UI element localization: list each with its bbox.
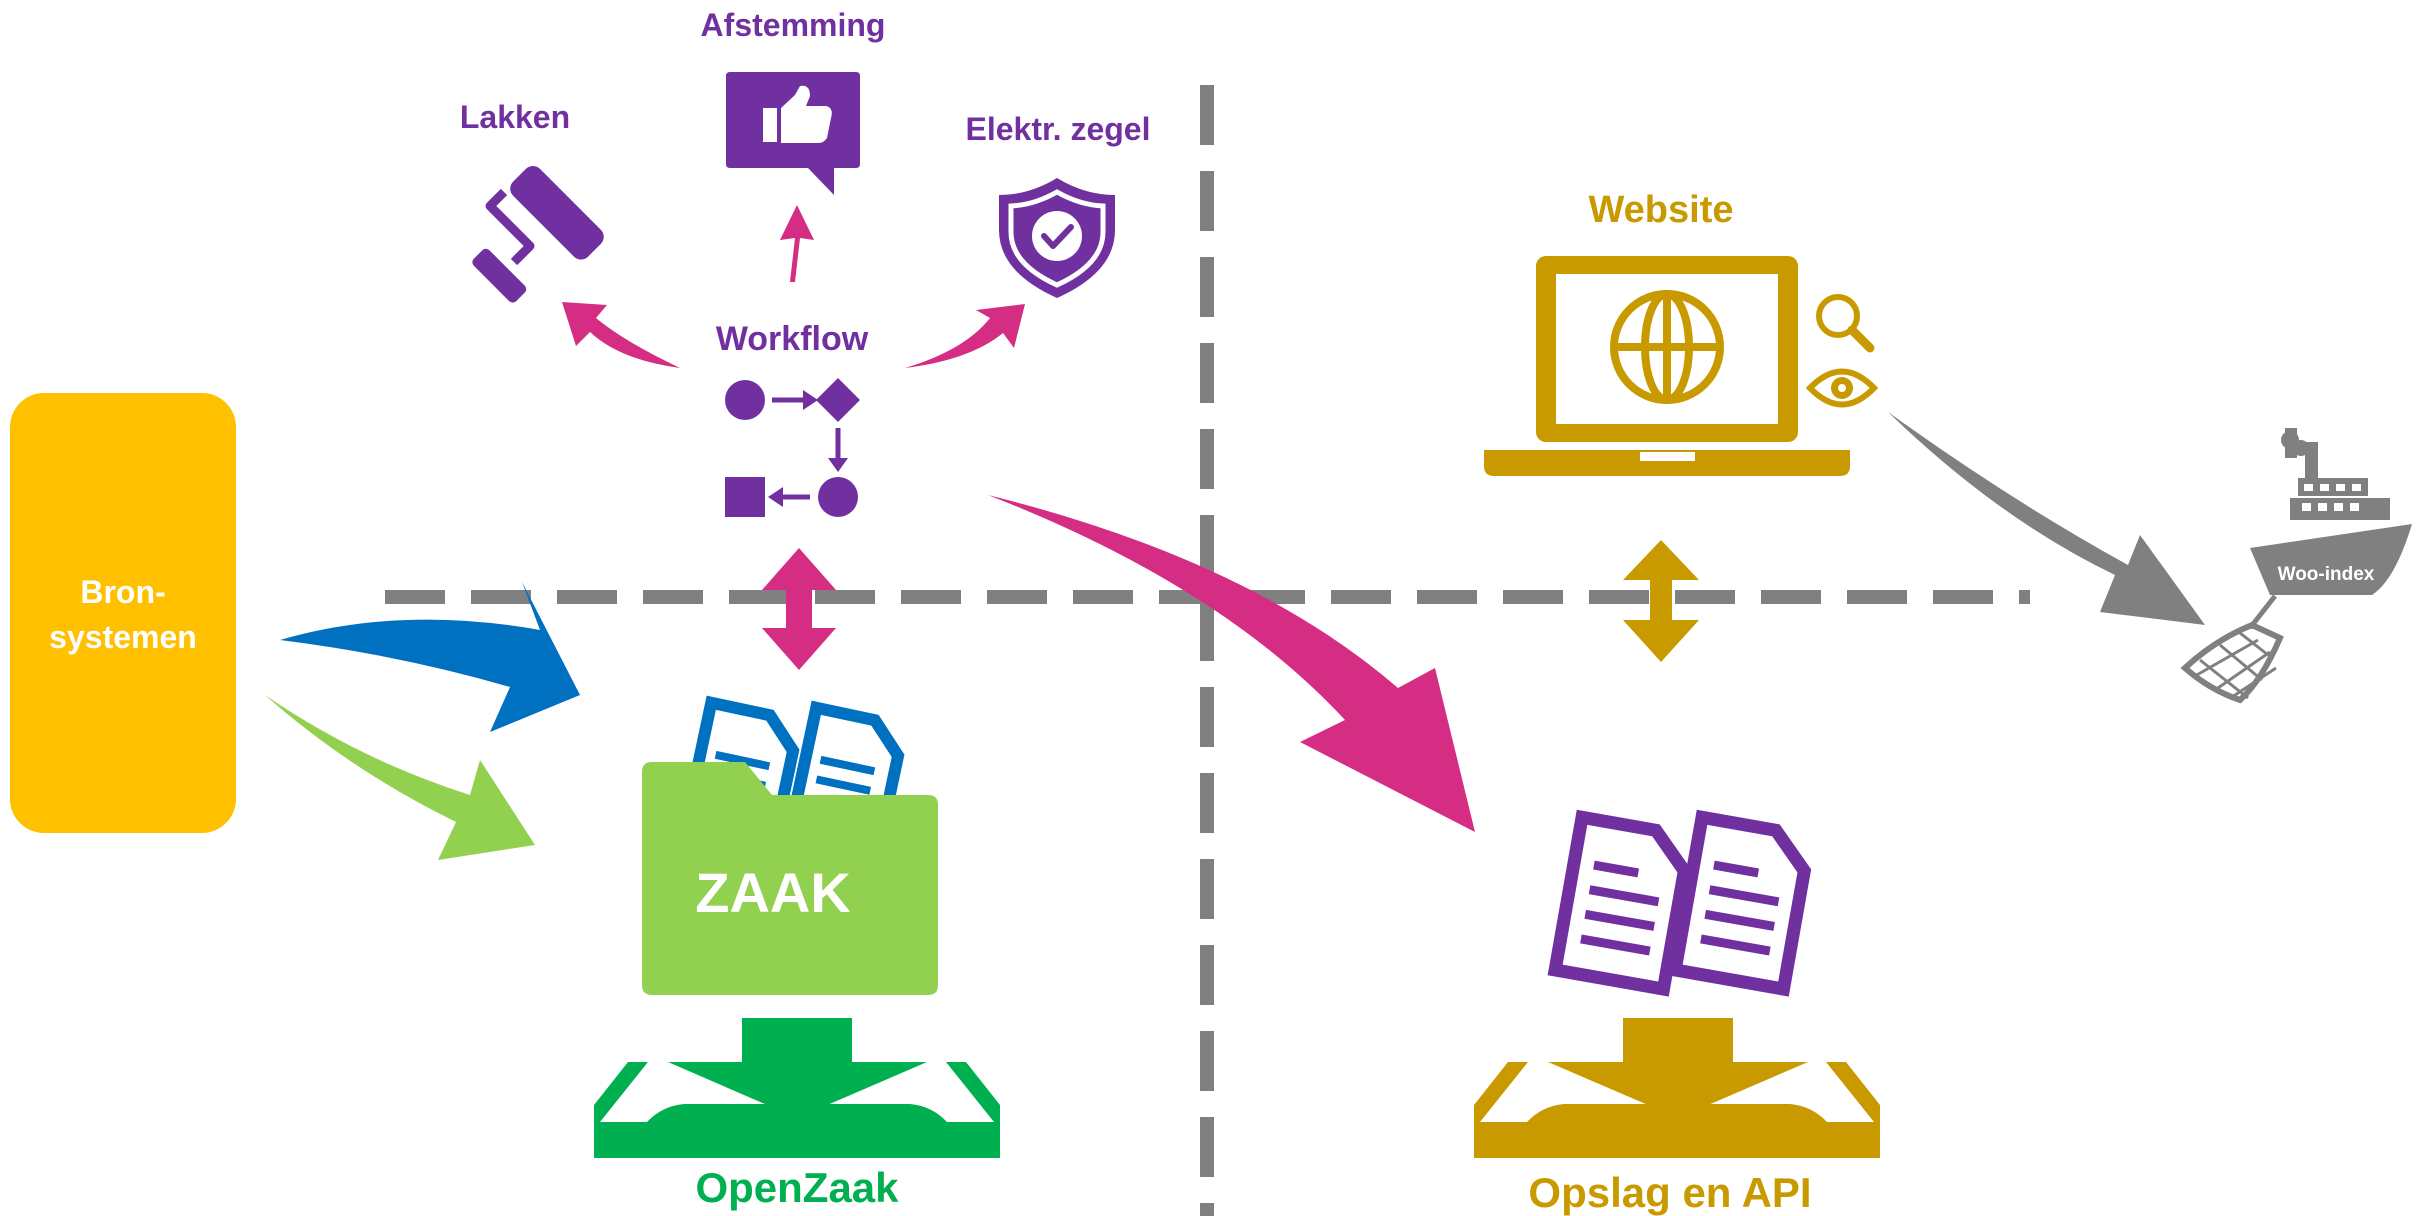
bronsystemen-label-line1: Bron- xyxy=(80,574,165,610)
website-opslag-double-arrow xyxy=(1623,540,1699,662)
zegel-label: Elektr. zegel xyxy=(966,111,1151,147)
website-to-woo-arrow xyxy=(1888,412,2205,625)
arrow-to-afstemming xyxy=(780,205,814,282)
paint-roller-icon xyxy=(472,165,604,303)
workflow-label: Workflow xyxy=(716,320,869,358)
magnifier-icon xyxy=(1816,294,1875,353)
laptop-globe-icon xyxy=(1484,256,1850,476)
zaak-label: ZAAK xyxy=(695,861,851,924)
folder-documents-icon: ZAAK xyxy=(642,695,938,995)
quadrant-dividers xyxy=(385,85,2030,1216)
eye-icon xyxy=(1805,368,1879,408)
shield-check-icon xyxy=(999,178,1115,298)
afstemming-label: Afstemming xyxy=(701,7,886,43)
lakken-label: Lakken xyxy=(460,99,570,135)
website-label: Website xyxy=(1588,189,1733,231)
documents-tray-icon xyxy=(1474,809,1880,1158)
bronsystemen-box: Bron- systemen xyxy=(10,393,236,833)
green-arrow xyxy=(265,695,535,860)
arrow-to-zegel xyxy=(905,304,1025,368)
workflow-flowchart-icon xyxy=(725,378,860,517)
workflow-zaak-double-arrow xyxy=(762,548,836,670)
openzaak-label: OpenZaak xyxy=(695,1164,899,1211)
workflow-to-opslag-arrow xyxy=(988,495,1475,832)
opslag-label: Opslag en API xyxy=(1528,1169,1811,1216)
bronsystemen-label-line2: systemen xyxy=(49,619,197,655)
download-tray-icon xyxy=(594,1018,1000,1158)
ship-net-icon: Woo-index xyxy=(2180,428,2412,704)
arrow-to-lakken xyxy=(562,302,680,368)
woo-index-label: Woo-index xyxy=(2278,564,2375,585)
blue-arrow xyxy=(280,582,580,732)
thumbs-up-speech-bubble-icon xyxy=(726,72,860,195)
